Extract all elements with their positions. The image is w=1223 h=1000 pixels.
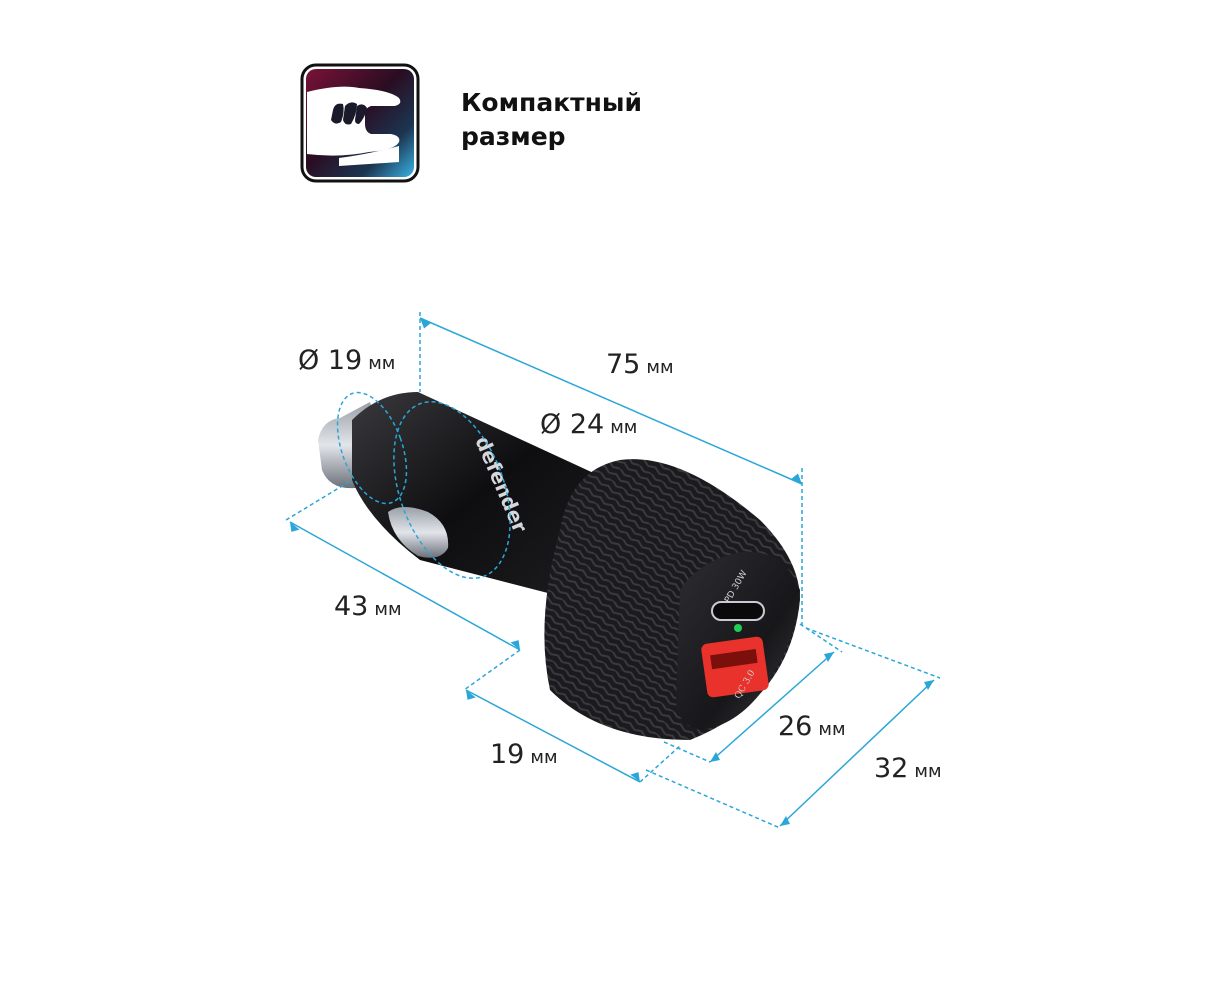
dim-value: 43 — [334, 591, 369, 622]
dim-26-line — [709, 651, 835, 763]
dim-value: 32 — [874, 753, 909, 784]
usb-a-port — [701, 636, 769, 698]
dim-24-diameter-ring — [393, 400, 511, 580]
dim-32-line — [779, 679, 935, 827]
dim-value: Ø 19 — [298, 345, 363, 376]
dim-value: 75 — [606, 349, 641, 380]
feature-title-line1: Компактный — [461, 88, 643, 117]
dim-19-ext-right — [639, 745, 681, 783]
dim-unit: мм — [914, 761, 942, 782]
dim-unit: мм — [646, 357, 674, 378]
car-charger: defender PD 30W QC 3.0 — [318, 392, 800, 740]
dim-32-ext-top — [805, 627, 941, 679]
dim-unit: мм — [374, 599, 402, 620]
usb-c-port — [711, 601, 765, 621]
dim-19-diameter-ring — [336, 391, 408, 505]
dim-75-line — [419, 317, 803, 485]
side-contact — [388, 507, 449, 558]
dim-43-ext-left — [285, 479, 353, 521]
dimension-lines — [285, 312, 941, 829]
dim-unit: мм — [610, 417, 638, 438]
dim-value: 19 — [490, 739, 525, 770]
dim-43-line — [289, 521, 521, 651]
dim-value: 26 — [778, 711, 813, 742]
dim-unit: мм — [818, 719, 846, 740]
compact-size-hand-icon — [300, 63, 420, 183]
dim-32-ext-bottom — [645, 769, 781, 829]
dim-unit: мм — [530, 747, 558, 768]
dim-26-ext-bottom — [663, 741, 711, 763]
led-indicator — [734, 624, 742, 632]
dimension-arrows — [290, 318, 934, 826]
dim-19-line — [465, 689, 641, 783]
dim-unit: мм — [368, 353, 396, 374]
dim-43-ext-right — [463, 649, 521, 691]
dim-value: Ø 24 — [540, 409, 605, 440]
feature-title-line2: размер — [461, 122, 566, 151]
feature-title: Компактный размер — [461, 86, 642, 154]
